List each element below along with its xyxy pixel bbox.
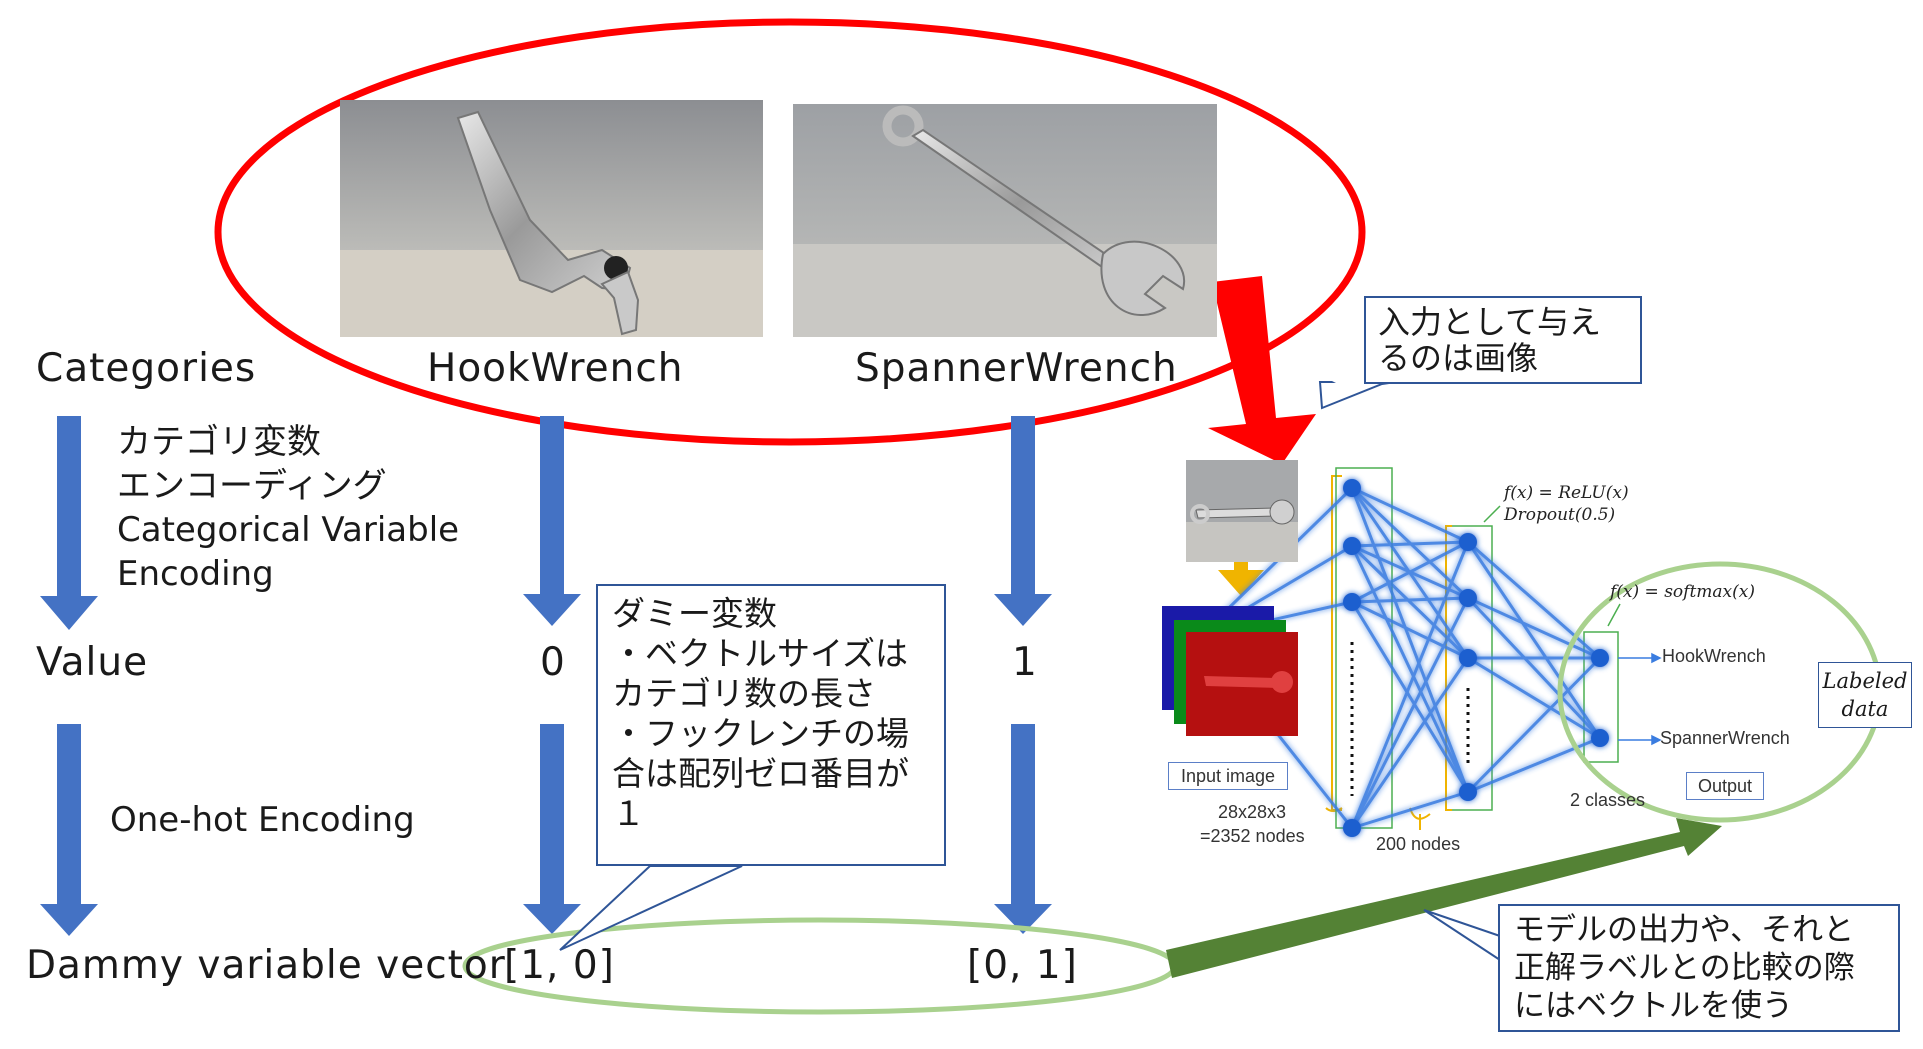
hookwrench-image xyxy=(340,100,763,337)
spanner-value: 1 xyxy=(1012,640,1038,685)
hook-vector-arrow xyxy=(523,724,581,934)
image-group-ellipse xyxy=(214,18,1366,446)
encoding-arrow xyxy=(40,416,98,630)
output-spannerwrench-label: SpannerWrench xyxy=(1660,728,1790,748)
red-channel-wrench xyxy=(1204,671,1293,693)
dummy-variable-callout: ダミー変数 ・ベクトルサイズは カテゴリ数の長さ ・フックレンチの場 合は配列ゼ… xyxy=(596,584,946,866)
categories-label: Categories xyxy=(36,346,257,391)
output-hookwrench-label: HookWrench xyxy=(1662,646,1766,666)
spannerwrench-label: SpannerWrench xyxy=(855,346,1178,391)
input-nodes-label: 28x28x3 =2352 nodes xyxy=(1200,802,1305,846)
spanner-vector: [0, 1] xyxy=(967,943,1078,988)
input-image-label: Input image xyxy=(1168,762,1288,790)
output-vector-callout: モデルの出力や、それと 正解ラベルとの比較の際 にはベクトルを使う xyxy=(1498,904,1900,1032)
hook-value: 0 xyxy=(540,640,566,685)
network-connections xyxy=(1198,486,1602,830)
softmax-formula: f(x) = softmax(x) xyxy=(1610,582,1755,602)
input-image-callout: 入力として与え るのは画像 xyxy=(1364,296,1642,384)
onehot-label: One-hot Encoding xyxy=(110,800,415,840)
input-thumbnail xyxy=(1186,460,1298,562)
labeled-data-box: Labeled data xyxy=(1818,662,1912,728)
classes-label: 2 classes xyxy=(1570,790,1646,810)
value-label: Value xyxy=(36,640,149,685)
encoding-label: カテゴリ変数 エンコーディング Categorical Variable Enc… xyxy=(117,422,460,594)
onehot-arrow xyxy=(40,724,98,936)
input-thumbnail-image xyxy=(1186,460,1298,562)
channel-red xyxy=(1186,632,1298,736)
hook-vector: [1, 0] xyxy=(504,943,615,988)
dummy-vector-label: Dammy variable vector xyxy=(26,943,506,988)
output-label: Output xyxy=(1686,772,1764,800)
output-green-arrow xyxy=(1166,818,1722,978)
hook-value-arrow xyxy=(523,416,581,626)
network-nodes xyxy=(1343,479,1609,837)
activation-formula: f(x) = ReLU(x) Dropout(0.5) xyxy=(1504,483,1629,525)
spannerwrench-photo xyxy=(793,104,1217,337)
spanner-vector-arrow xyxy=(994,724,1052,934)
hookwrench-photo xyxy=(340,100,763,337)
hookwrench-label: HookWrench xyxy=(427,346,684,391)
spannerwrench-image xyxy=(793,104,1217,337)
spanner-value-arrow xyxy=(994,416,1052,626)
hidden-nodes-label: 200 nodes xyxy=(1376,834,1461,854)
